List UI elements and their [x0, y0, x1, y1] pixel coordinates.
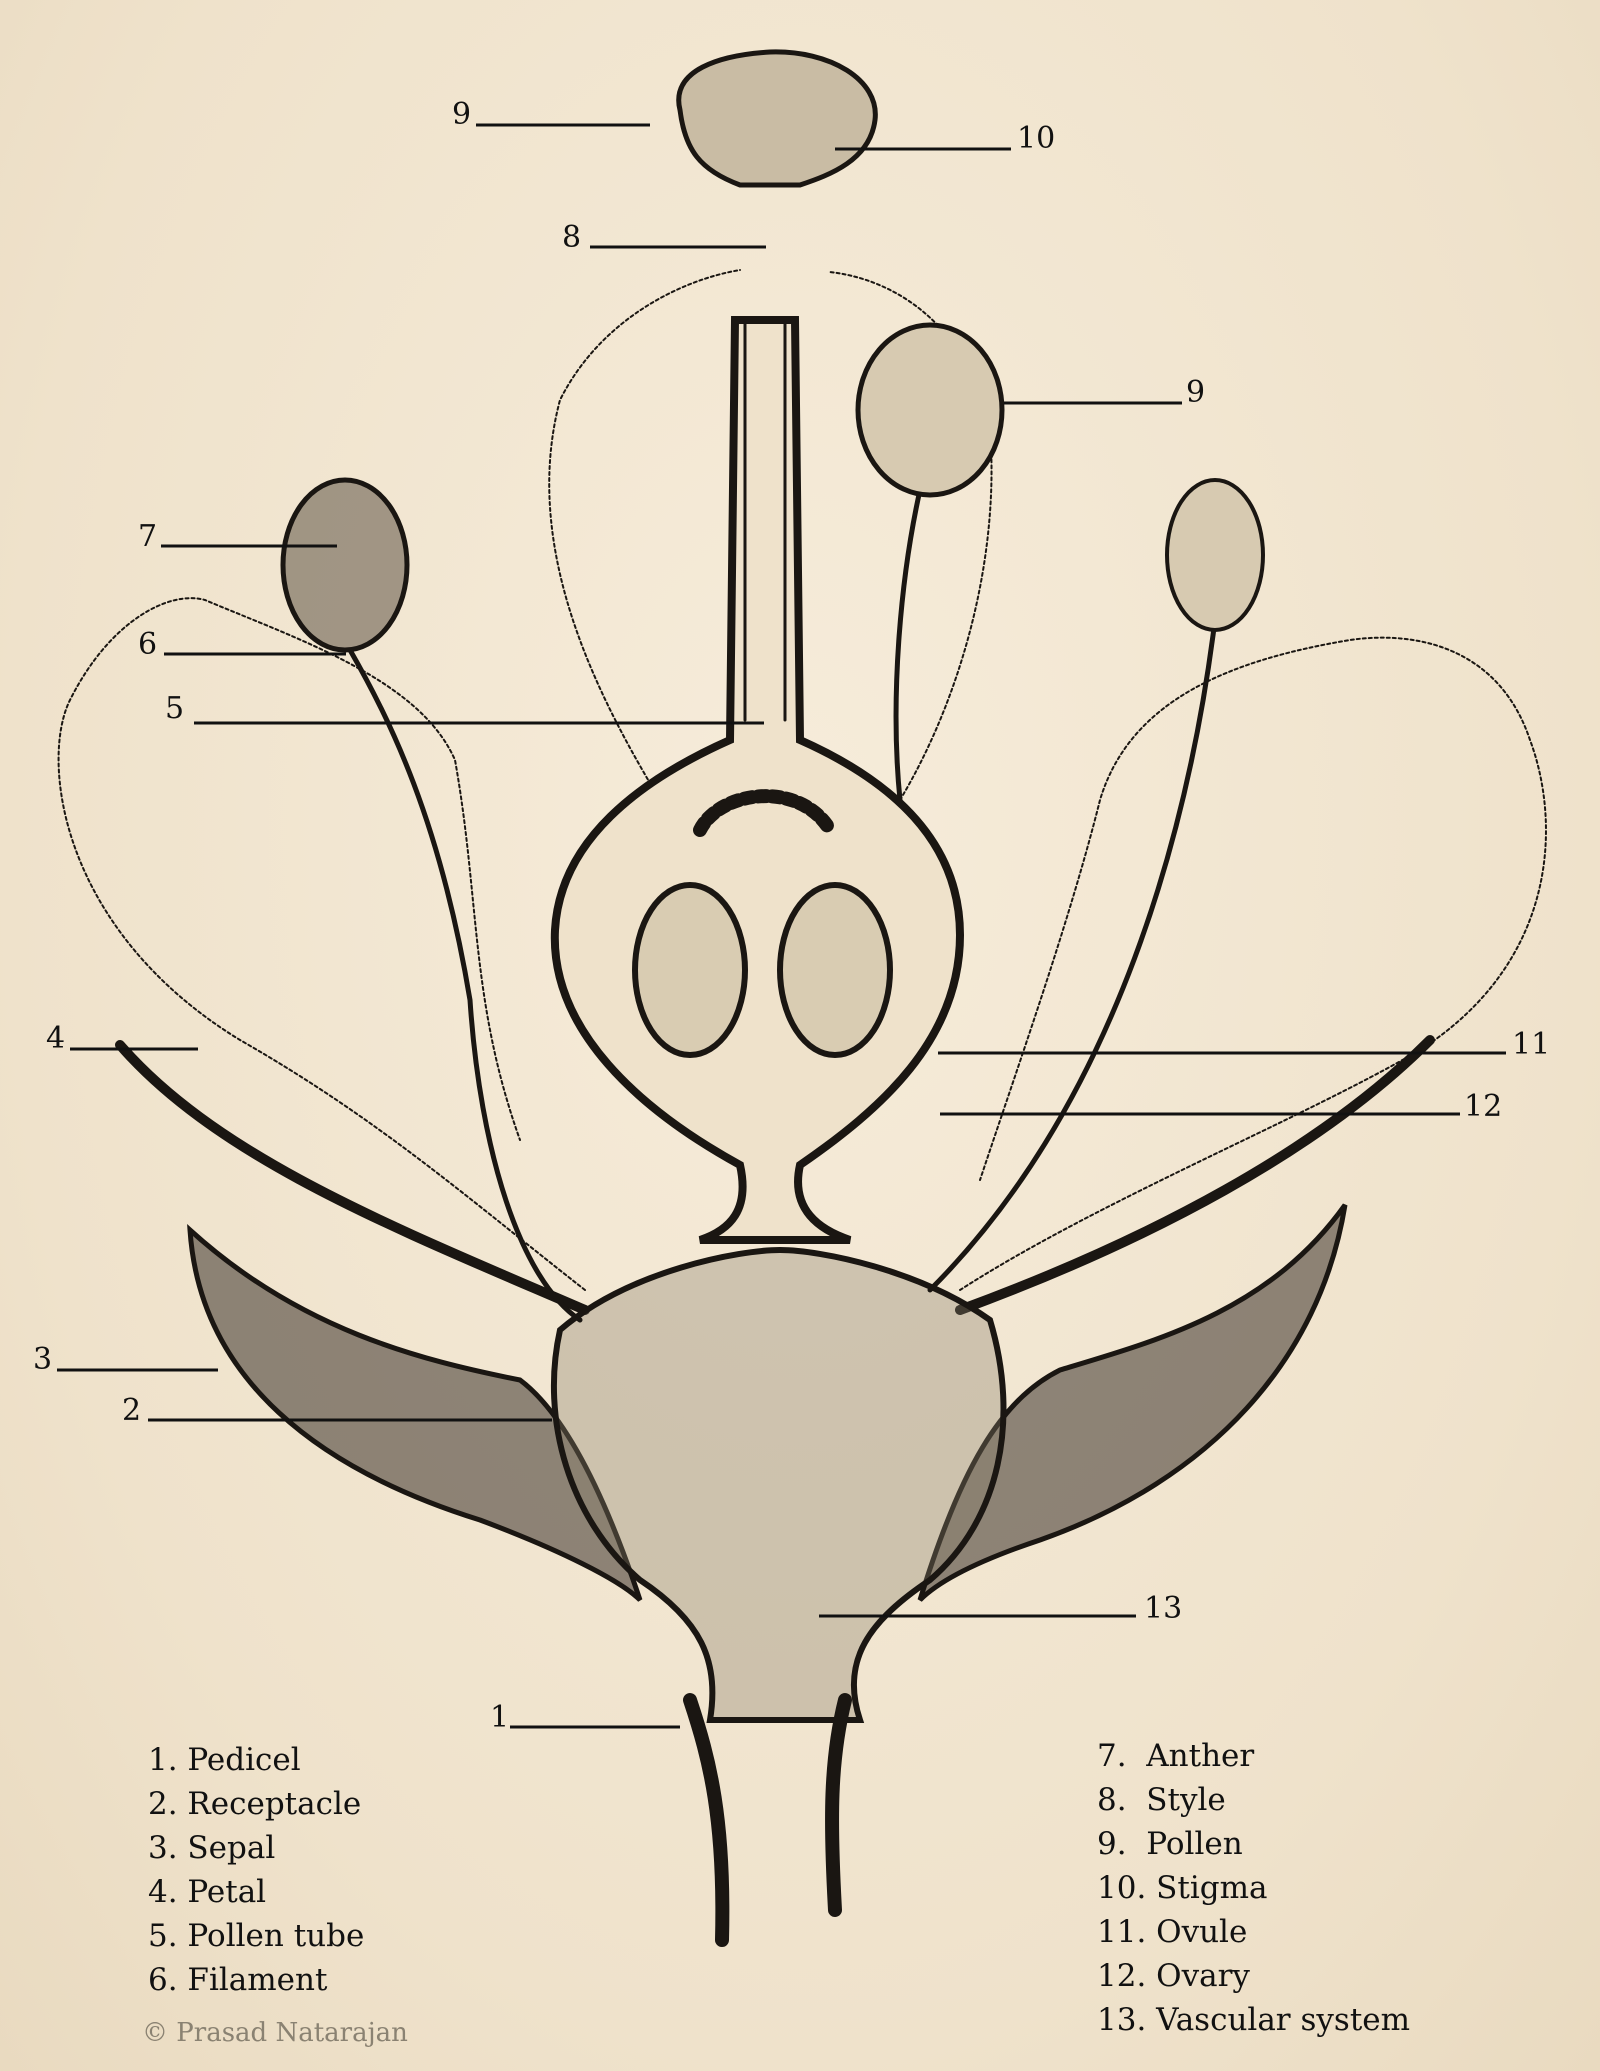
callout-9-anther: 9: [1186, 375, 1206, 410]
copyright: © Prasad Natarajan: [142, 2018, 408, 2048]
legend-item: 8. Style: [1097, 1782, 1226, 1818]
legend-item: 12. Ovary: [1097, 1958, 1250, 1994]
stigma: [676, 49, 878, 188]
callout-7: 7: [138, 519, 158, 554]
legend-item: 13. Vascular system: [1097, 2002, 1411, 2038]
legend-item: 4. Petal: [148, 1874, 267, 1910]
legend-item: 11. Ovule: [1097, 1914, 1248, 1950]
legend-item: 6. Filament: [148, 1962, 328, 1998]
ovule-left: [632, 882, 748, 1058]
legend-left: 1. Pedicel 2. Receptacle 3. Sepal 4. Pet…: [148, 1738, 364, 2002]
legend-item: 10. Stigma: [1097, 1870, 1268, 1906]
style: [743, 318, 787, 722]
callout-6: 6: [138, 627, 158, 662]
anther-mid: [855, 322, 1005, 498]
legend-right: 7. Anther 8. Style 9. Pollen 10. Stigma …: [1097, 1734, 1410, 2042]
callout-11: 11: [1512, 1027, 1551, 1062]
callout-12: 12: [1464, 1089, 1503, 1124]
legend-item: 5. Pollen tube: [148, 1918, 365, 1954]
legend-item: 7. Anther: [1097, 1738, 1255, 1774]
callout-8: 8: [562, 220, 582, 255]
legend-item: 9. Pollen: [1097, 1826, 1243, 1862]
filament-right: [927, 617, 1218, 1293]
back-petal-right: [829, 271, 993, 801]
callout-1: 1: [490, 1700, 510, 1735]
left-sepal: [187, 1223, 643, 1602]
ovule-right: [777, 882, 893, 1058]
legend-item: 3. Sepal: [148, 1830, 276, 1866]
anther-left: [280, 477, 410, 653]
pedicel: [683, 1693, 730, 1947]
receptacle: [551, 1246, 1007, 1723]
filament-left: [347, 647, 583, 1323]
callout-10: 10: [1017, 121, 1056, 156]
left-petal: [57, 597, 586, 1291]
right-petal: [959, 636, 1547, 1291]
callout-4: 4: [46, 1021, 66, 1056]
legend-item: 1. Pedicel: [148, 1742, 301, 1778]
right-sepal: [917, 1203, 1348, 1602]
back-petal-left: [548, 269, 741, 801]
callout-3: 3: [33, 1342, 53, 1377]
callout-9-stigma: 9: [452, 97, 472, 132]
callout-13: 13: [1144, 1591, 1183, 1626]
legend-item: 2. Receptacle: [148, 1786, 362, 1822]
filament-mid: [893, 487, 923, 803]
anther-right: [1165, 478, 1265, 632]
callout-2: 2: [122, 1393, 142, 1428]
callout-5: 5: [165, 691, 185, 726]
